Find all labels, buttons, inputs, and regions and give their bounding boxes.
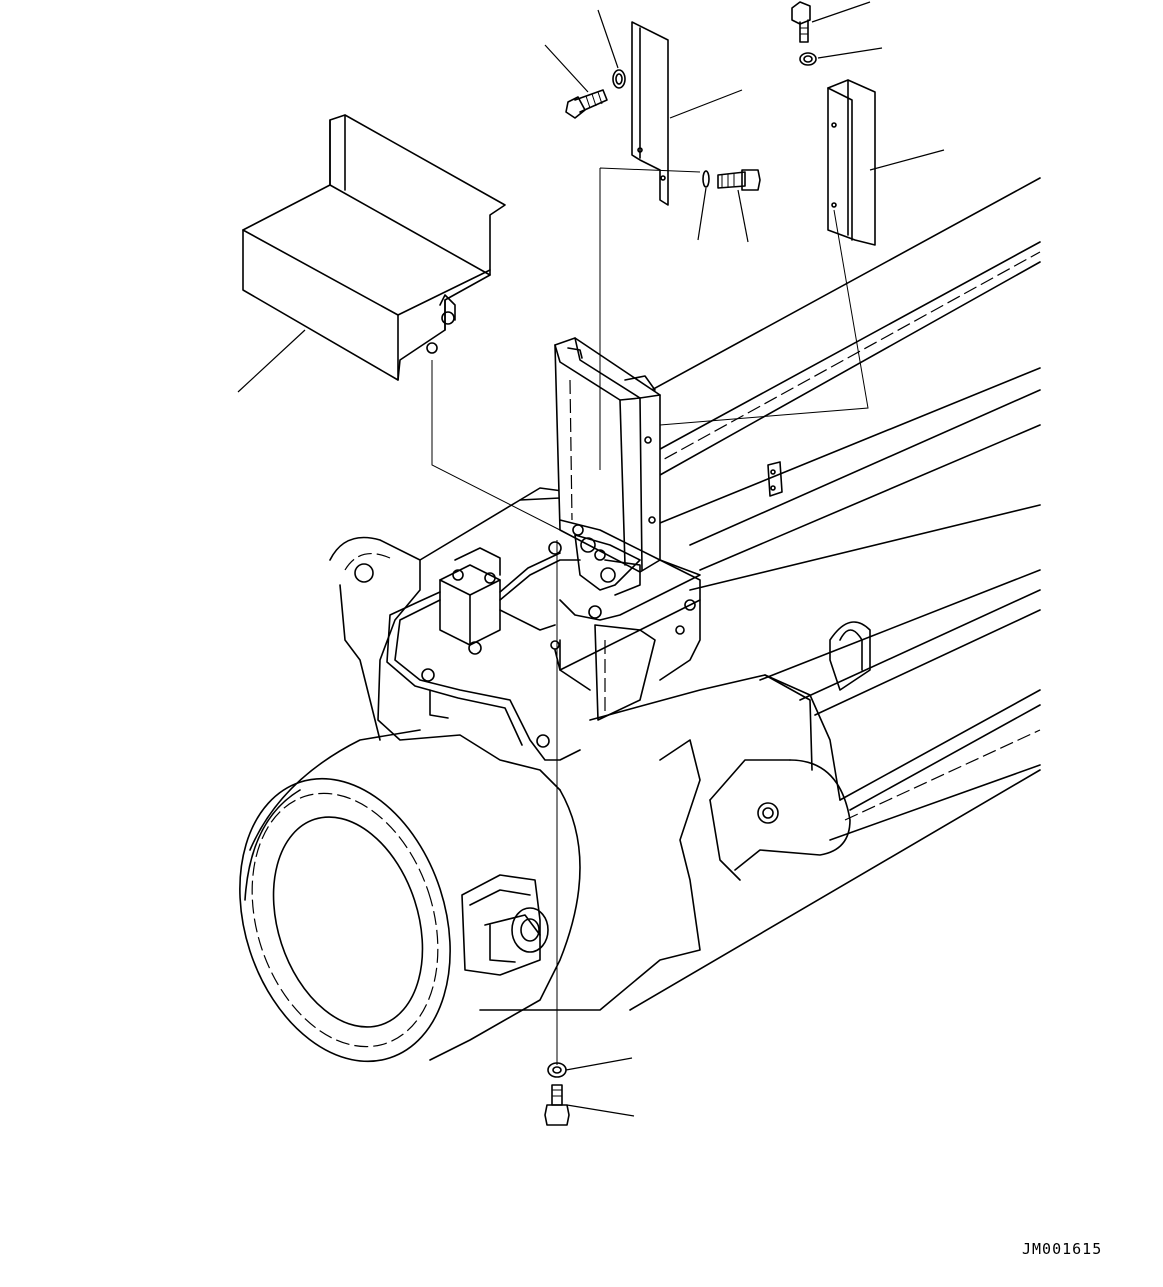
- plate-part: [632, 22, 668, 205]
- channel-part: [828, 80, 875, 245]
- bell-housing: [205, 730, 580, 1089]
- washer-4: [548, 1063, 566, 1077]
- leader-lines: [238, 2, 944, 1116]
- assembly-lines: [432, 168, 868, 1065]
- washer-1: [613, 70, 625, 88]
- cover-part: [243, 115, 505, 380]
- drawing-code: JM001615: [1022, 1240, 1103, 1258]
- washer-2: [703, 171, 709, 187]
- bolt-1: [566, 90, 607, 118]
- bracket-post: [549, 338, 782, 720]
- frame-beams: [560, 178, 1040, 1010]
- washer-3: [800, 53, 816, 65]
- bolt-3: [792, 2, 810, 42]
- valve-assembly: [387, 548, 695, 760]
- bolt-2: [718, 170, 760, 190]
- bolt-4: [545, 1085, 569, 1125]
